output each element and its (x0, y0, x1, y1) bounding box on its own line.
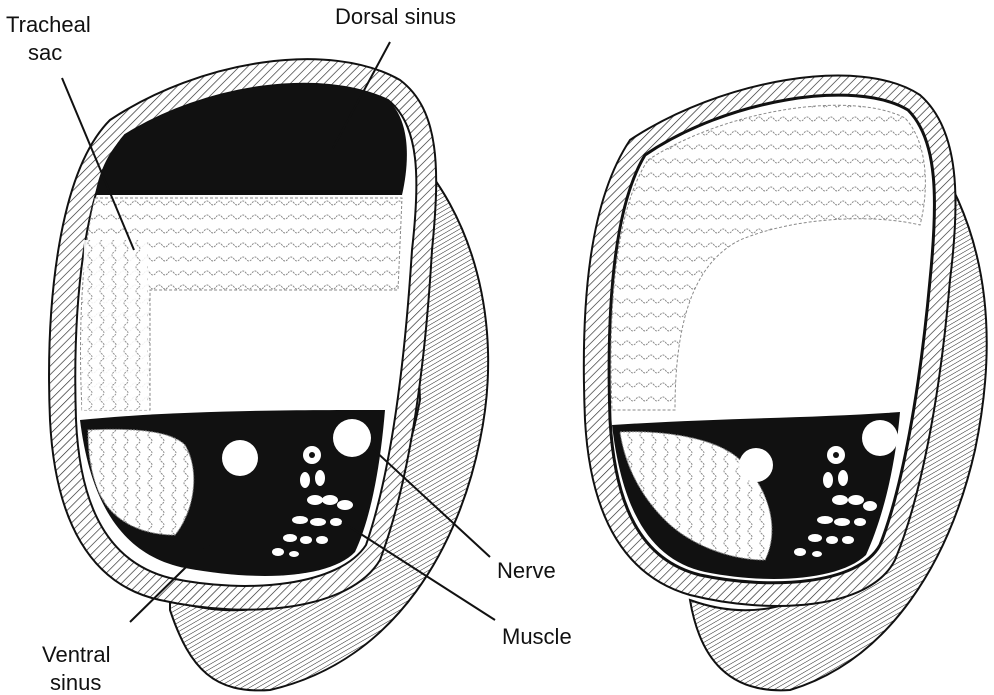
right-vessel-circle (739, 448, 773, 482)
label-dorsal-sinus: Dorsal sinus (335, 4, 456, 29)
label-tracheal-sac-line2: sac (28, 40, 62, 65)
right-section (584, 76, 987, 691)
label-muscle: Muscle (502, 624, 572, 649)
label-nerve: Nerve (497, 558, 556, 583)
label-ventral-sinus-line2: sinus (50, 670, 101, 695)
left-nerve-circle (333, 419, 371, 457)
left-section (49, 59, 488, 690)
left-vessel-circle (222, 440, 258, 476)
left-tracheal-sac-column (82, 240, 148, 410)
label-tracheal-sac-line1: Tracheal (6, 12, 91, 37)
right-nerve-circle (862, 420, 898, 456)
right-small-vessel-core (833, 452, 839, 458)
left-small-vessel-core (309, 452, 315, 458)
label-ventral-sinus-line1: Ventral (42, 642, 111, 667)
